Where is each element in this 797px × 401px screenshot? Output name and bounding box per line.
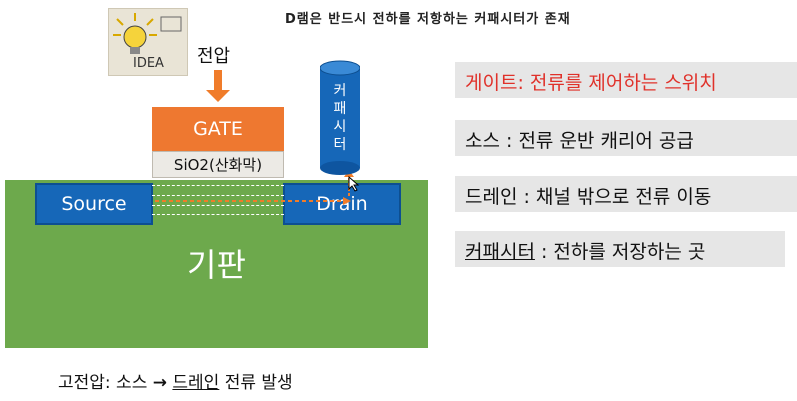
- bottom-caption: 고전압: 소스 → 드레인 전류 발생: [58, 368, 293, 393]
- legend-box: [455, 176, 797, 212]
- gate-label: GATE: [193, 118, 243, 140]
- legend-source-text: 소스 : 전류 운반 캐리어 공급: [465, 130, 694, 152]
- capacitor-label: 커 패 시 터: [320, 82, 360, 154]
- oxide-label: SiO2(산화막): [173, 156, 263, 174]
- channel-line: [152, 195, 284, 196]
- right-arrow-icon: →: [152, 373, 167, 393]
- voltage-arrow-down-icon: [206, 90, 230, 102]
- legend-capacitor: 커패시터 : 전하를 저장하는 곳: [455, 231, 797, 269]
- capacitor-char: 터: [333, 137, 347, 153]
- lightbulb-icon: IDEA: [113, 13, 182, 71]
- legend-gate-text: 게이트: 전류를 제어하는 스위치: [465, 72, 717, 94]
- legend-box: [455, 231, 785, 267]
- caption-suffix: 전류 발생: [219, 373, 293, 393]
- caption-prefix: 고전압: 소스: [58, 373, 153, 393]
- oxide-layer: SiO2(산화막): [152, 151, 284, 178]
- voltage-label: 전압: [197, 46, 231, 67]
- gate-block: GATE: [152, 107, 284, 151]
- channel-line: [152, 214, 284, 215]
- legend-drain: 드레인 : 채널 밖으로 전류 이동: [455, 176, 797, 214]
- idea-lightbulb-image: IDEA: [108, 8, 188, 76]
- legend-capacitor-text: 커패시터 : 전하를 저장하는 곳: [465, 237, 705, 264]
- substrate-label: 기판: [187, 246, 246, 284]
- legend-drain-text: 드레인 : 채널 밖으로 전류 이동: [465, 186, 712, 208]
- drain-block: Drain: [283, 183, 401, 225]
- legend-gate: 게이트: 전류를 제어하는 스위치: [455, 62, 797, 100]
- capacitor-char: 패: [333, 101, 347, 117]
- capacitor-char: 시: [333, 119, 347, 135]
- page-title: D램은 반드시 전하를 저항하는 커패시터가 존재: [285, 12, 571, 27]
- legend-box: [455, 120, 797, 156]
- current-flow-arrow-icon: [155, 197, 351, 205]
- source-label: Source: [61, 193, 127, 215]
- channel-line: [152, 205, 284, 206]
- channel-region: [152, 185, 284, 215]
- caption-drain: 드레인: [172, 373, 220, 393]
- legend-capacitor-desc: : 전하를 저장하는 곳: [534, 241, 706, 263]
- drain-label: Drain: [316, 193, 368, 215]
- idea-text: IDEA: [133, 56, 164, 71]
- legend-capacitor-term: 커패시터: [465, 241, 535, 263]
- channel-line: [152, 185, 284, 186]
- legend-source: 소스 : 전류 운반 캐리어 공급: [455, 120, 797, 158]
- source-block: Source: [35, 183, 153, 225]
- legend-box: [455, 62, 797, 98]
- capacitor-cylinder-icon: [320, 60, 360, 175]
- mouse-cursor-icon: [348, 176, 360, 192]
- voltage-arrow-shaft: [214, 70, 222, 92]
- capacitor-char: 커: [333, 83, 347, 99]
